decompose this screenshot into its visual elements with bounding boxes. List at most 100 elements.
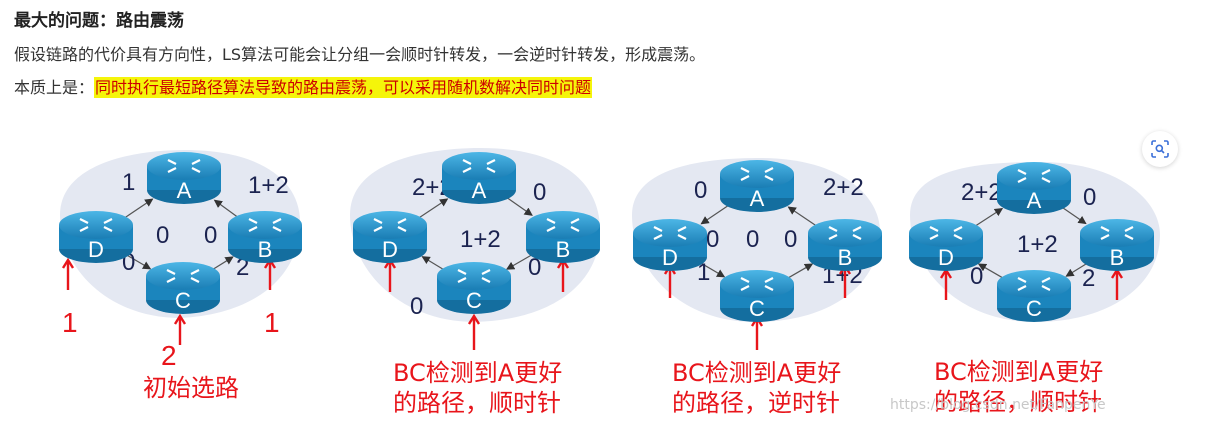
network-background	[910, 162, 1160, 322]
router-icon	[828, 226, 862, 240]
link-arrow	[977, 263, 1005, 280]
router-b: B	[526, 211, 600, 263]
router-a: A	[147, 152, 221, 204]
cost-label: 0	[410, 293, 423, 320]
caption-line: BC检测到A更好	[934, 358, 1104, 386]
caption-line: BC检测到A更好	[672, 359, 842, 387]
router-icon	[546, 218, 580, 232]
router-a: A	[720, 160, 794, 212]
router-icon	[373, 218, 407, 232]
diagram-caption: BC检测到A更好的路径，顺时针	[393, 358, 562, 418]
router-icon	[740, 167, 774, 181]
cost-label: 2+2	[961, 179, 1002, 206]
link-arrow	[699, 261, 726, 278]
zoom-scan-button[interactable]	[1142, 131, 1178, 167]
red-mark: 1	[62, 307, 78, 338]
link-arrow	[1065, 262, 1089, 277]
router-label: C	[1026, 296, 1042, 321]
highlighted-text: 同时执行最短路径算法导致的路由震荡，可以采用随机数解决同时问题	[94, 77, 593, 98]
router-label: B	[556, 237, 571, 262]
router-label: B	[1110, 245, 1125, 270]
diagram-caption: BC检测到A更好的路径，顺时针	[934, 357, 1103, 417]
router-icon	[929, 226, 963, 240]
cost-label: 0	[156, 222, 169, 249]
cost-label: 1+2	[248, 172, 289, 199]
router-label: D	[382, 237, 398, 262]
router-b: B	[1080, 219, 1154, 271]
description-line: 假设链路的代价具有方向性，LS算法可能会让分组一会顺时针转发，一会逆时针转发，形…	[14, 45, 706, 64]
cost-label: 2+2	[823, 174, 864, 201]
essence-line: 本质上是：同时执行最短路径算法导致的路由震荡，可以采用随机数解决同时问题	[14, 74, 593, 98]
router-icon	[457, 269, 491, 283]
router-d: D	[909, 219, 983, 271]
router-c: C	[720, 270, 794, 322]
link-arrow	[211, 256, 234, 271]
router-icon	[166, 269, 200, 283]
cost-label: 0	[694, 177, 707, 204]
router-label: B	[838, 245, 853, 270]
caption-line: 初始选路	[143, 374, 239, 402]
cost-label: 0	[706, 226, 719, 253]
router-icon	[248, 218, 282, 232]
red-arrowhead	[61, 257, 75, 269]
link-arrow	[505, 253, 534, 270]
cost-label: 0	[204, 222, 217, 249]
link-arrow	[418, 198, 449, 219]
link-arrow	[123, 198, 154, 219]
router-label: D	[88, 237, 104, 262]
router-icon	[1017, 277, 1051, 291]
watermark: https://blog.csdn.net/FanpenYe	[890, 397, 1106, 413]
cost-label: 2	[1082, 265, 1095, 292]
link-arrow	[125, 253, 152, 270]
router-icon	[1017, 169, 1051, 183]
red-mark: 1	[264, 307, 280, 338]
red-arrowhead	[173, 313, 187, 325]
router-c: C	[997, 270, 1071, 322]
router-a: A	[997, 162, 1071, 214]
router-label: C	[466, 288, 482, 313]
caption-line: 的路径，顺时针	[393, 389, 561, 417]
router-b: B	[808, 219, 882, 271]
zoom-scan-icon	[1151, 140, 1169, 158]
router-label: A	[472, 178, 487, 203]
cost-label: 0	[784, 226, 797, 253]
router-icon	[1100, 226, 1134, 240]
red-arrowhead	[467, 313, 481, 325]
cost-label: 1+2	[1017, 231, 1058, 258]
router-label: A	[750, 186, 765, 211]
router-label: C	[175, 288, 191, 313]
cost-label: 0	[528, 254, 541, 281]
router-a: A	[442, 152, 516, 204]
caption-line: 的路径，顺时针	[934, 388, 1102, 416]
caption-line: BC检测到A更好	[393, 359, 563, 387]
router-label: A	[1027, 188, 1042, 213]
link-arrow	[786, 263, 814, 280]
cost-label: 0	[746, 226, 759, 253]
cost-label: 0	[533, 179, 546, 206]
router-d: D	[633, 219, 707, 271]
diagram-caption: BC检测到A更好的路径，逆时针	[672, 358, 841, 418]
router-c: C	[437, 262, 511, 314]
link-arrow	[213, 199, 238, 218]
router-c: C	[146, 262, 220, 314]
router-icon	[167, 159, 201, 173]
diagram-caption: 初始选路	[143, 373, 239, 403]
cost-label: 1+2	[460, 226, 501, 253]
link-arrow	[1061, 206, 1087, 225]
section-heading: 最大的问题：路由震荡	[14, 11, 184, 31]
link-arrow	[787, 206, 818, 227]
cost-label: 0	[1083, 184, 1096, 211]
router-icon	[740, 277, 774, 291]
link-arrow	[421, 256, 446, 271]
link-arrow	[700, 204, 730, 225]
router-icon	[653, 226, 687, 240]
router-b: B	[228, 211, 302, 263]
link-arrow	[974, 208, 1004, 228]
router-d: D	[353, 211, 427, 263]
router-icon	[462, 159, 496, 173]
caption-line: 的路径，逆时针	[672, 389, 840, 417]
